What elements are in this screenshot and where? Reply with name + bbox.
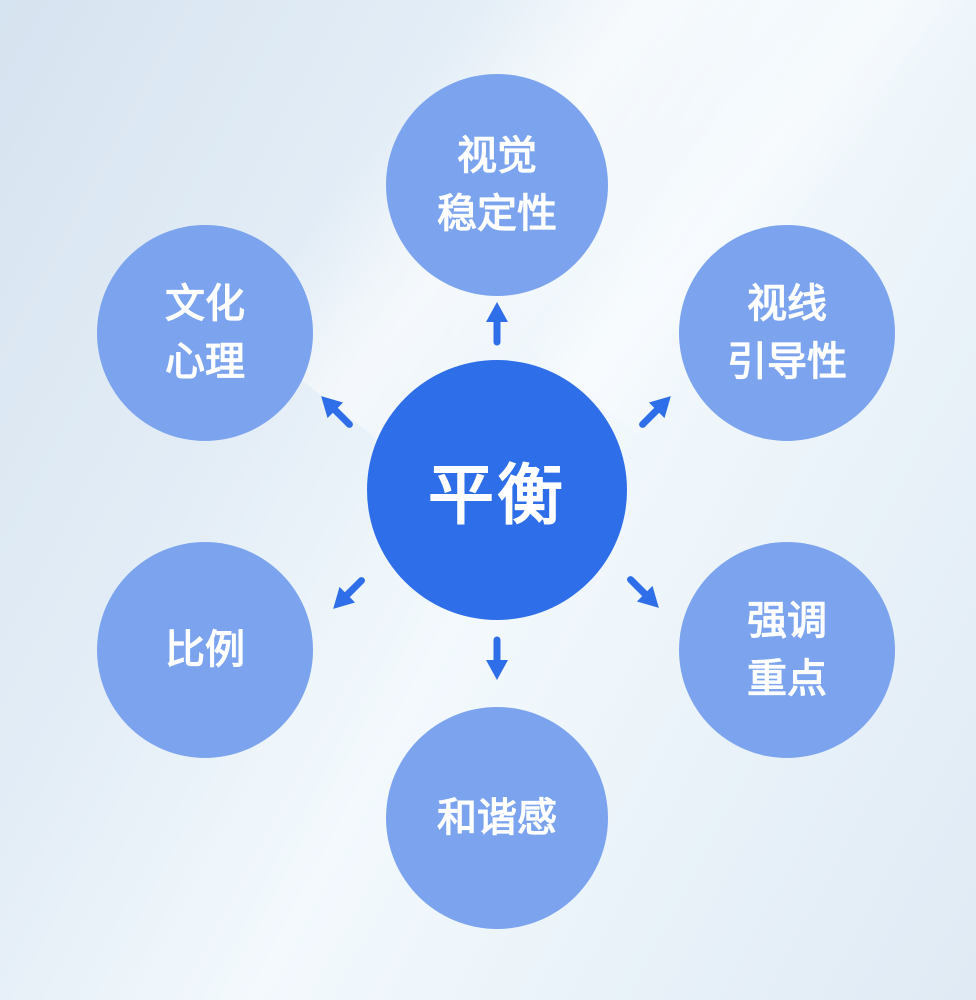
node-label: 比例 — [165, 621, 245, 679]
node-harmony: 和谐感 — [386, 707, 608, 929]
node-label-line1: 和谐感 — [437, 796, 557, 840]
arrow-down-icon — [486, 636, 508, 680]
node-label-line2: 心理 — [165, 340, 245, 384]
center-label-text: 平衡 — [428, 458, 566, 532]
node-culture-psychology: 文化 心理 — [97, 225, 313, 441]
node-label-line1: 视线 — [747, 282, 827, 326]
node-visual-stability: 视觉 稳定性 — [386, 74, 608, 296]
center-label: 平衡 — [428, 442, 566, 538]
node-label-line1: 文化 — [165, 282, 245, 326]
node-balance-center: 平衡 — [367, 360, 627, 620]
node-proportion: 比例 — [97, 542, 313, 758]
node-label-line2: 重点 — [747, 657, 827, 701]
node-label: 强调 重点 — [747, 592, 827, 708]
arrow-down-left-icon — [333, 577, 365, 609]
node-label-line1: 比例 — [165, 628, 245, 672]
node-gaze-guidance: 视线 引导性 — [679, 225, 895, 441]
node-emphasis-focus: 强调 重点 — [679, 542, 895, 758]
arrow-down-right-icon — [627, 576, 659, 608]
node-label-line2: 稳定性 — [437, 192, 557, 236]
arrow-up-right-icon — [639, 396, 671, 428]
node-label: 文化 心理 — [165, 275, 245, 391]
node-label: 视线 引导性 — [727, 275, 847, 391]
node-label-line2: 引导性 — [727, 340, 847, 384]
node-label-line1: 视觉 — [457, 134, 537, 178]
arrow-up-icon — [486, 302, 508, 346]
node-label-line1: 强调 — [747, 599, 827, 643]
arrow-up-left-icon — [321, 396, 353, 428]
node-label: 和谐感 — [437, 789, 557, 847]
node-label: 视觉 稳定性 — [437, 127, 557, 243]
